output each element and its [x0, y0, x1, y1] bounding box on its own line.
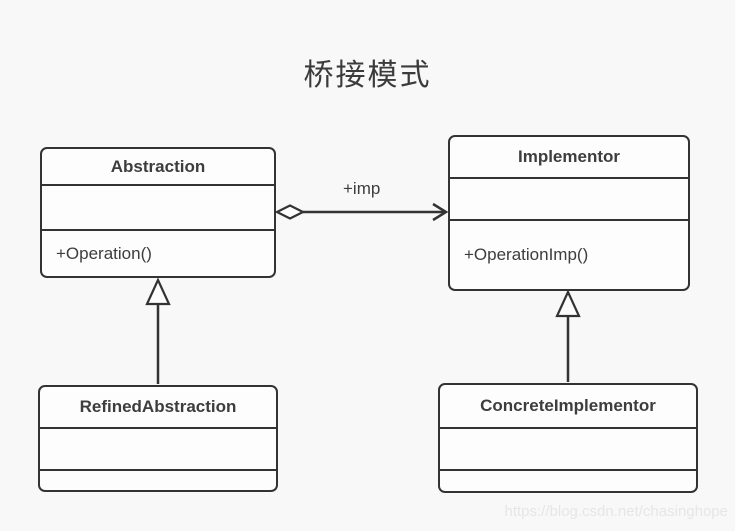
- class-name: RefinedAbstraction: [40, 387, 276, 429]
- class-methods: +Operation(): [56, 243, 152, 263]
- class-methods: [40, 471, 276, 490]
- class-attributes: [40, 429, 276, 471]
- class-box-concrete-implementor: ConcreteImplementor: [438, 383, 698, 493]
- class-name: ConcreteImplementor: [440, 385, 696, 429]
- class-name: Abstraction: [42, 149, 274, 186]
- inheritance-edge-right: [555, 289, 581, 382]
- class-box-abstraction: Abstraction +Operation(): [40, 147, 276, 278]
- open-arrowhead-icon: [432, 202, 449, 222]
- inheritance-edge-left: [145, 277, 171, 384]
- watermark-url: https://blog.csdn.net/chasinghope: [504, 503, 729, 520]
- hollow-triangle-icon: [145, 277, 171, 306]
- aggregation-role-label: +imp: [343, 179, 381, 198]
- aggregation-edge: [274, 202, 449, 222]
- class-box-refined-abstraction: RefinedAbstraction: [38, 385, 278, 492]
- class-methods: [440, 471, 696, 491]
- class-attributes: [42, 186, 274, 231]
- class-attributes: [440, 429, 696, 471]
- aggregation-diamond-icon: [274, 204, 306, 220]
- diagram-title: 桥接模式: [303, 59, 432, 92]
- class-attributes: [450, 179, 688, 221]
- class-box-implementor: Implementor +OperationImp(): [448, 135, 690, 291]
- class-methods: +OperationImp(): [464, 245, 589, 264]
- class-name: Implementor: [450, 137, 688, 179]
- hollow-triangle-icon: [555, 289, 581, 318]
